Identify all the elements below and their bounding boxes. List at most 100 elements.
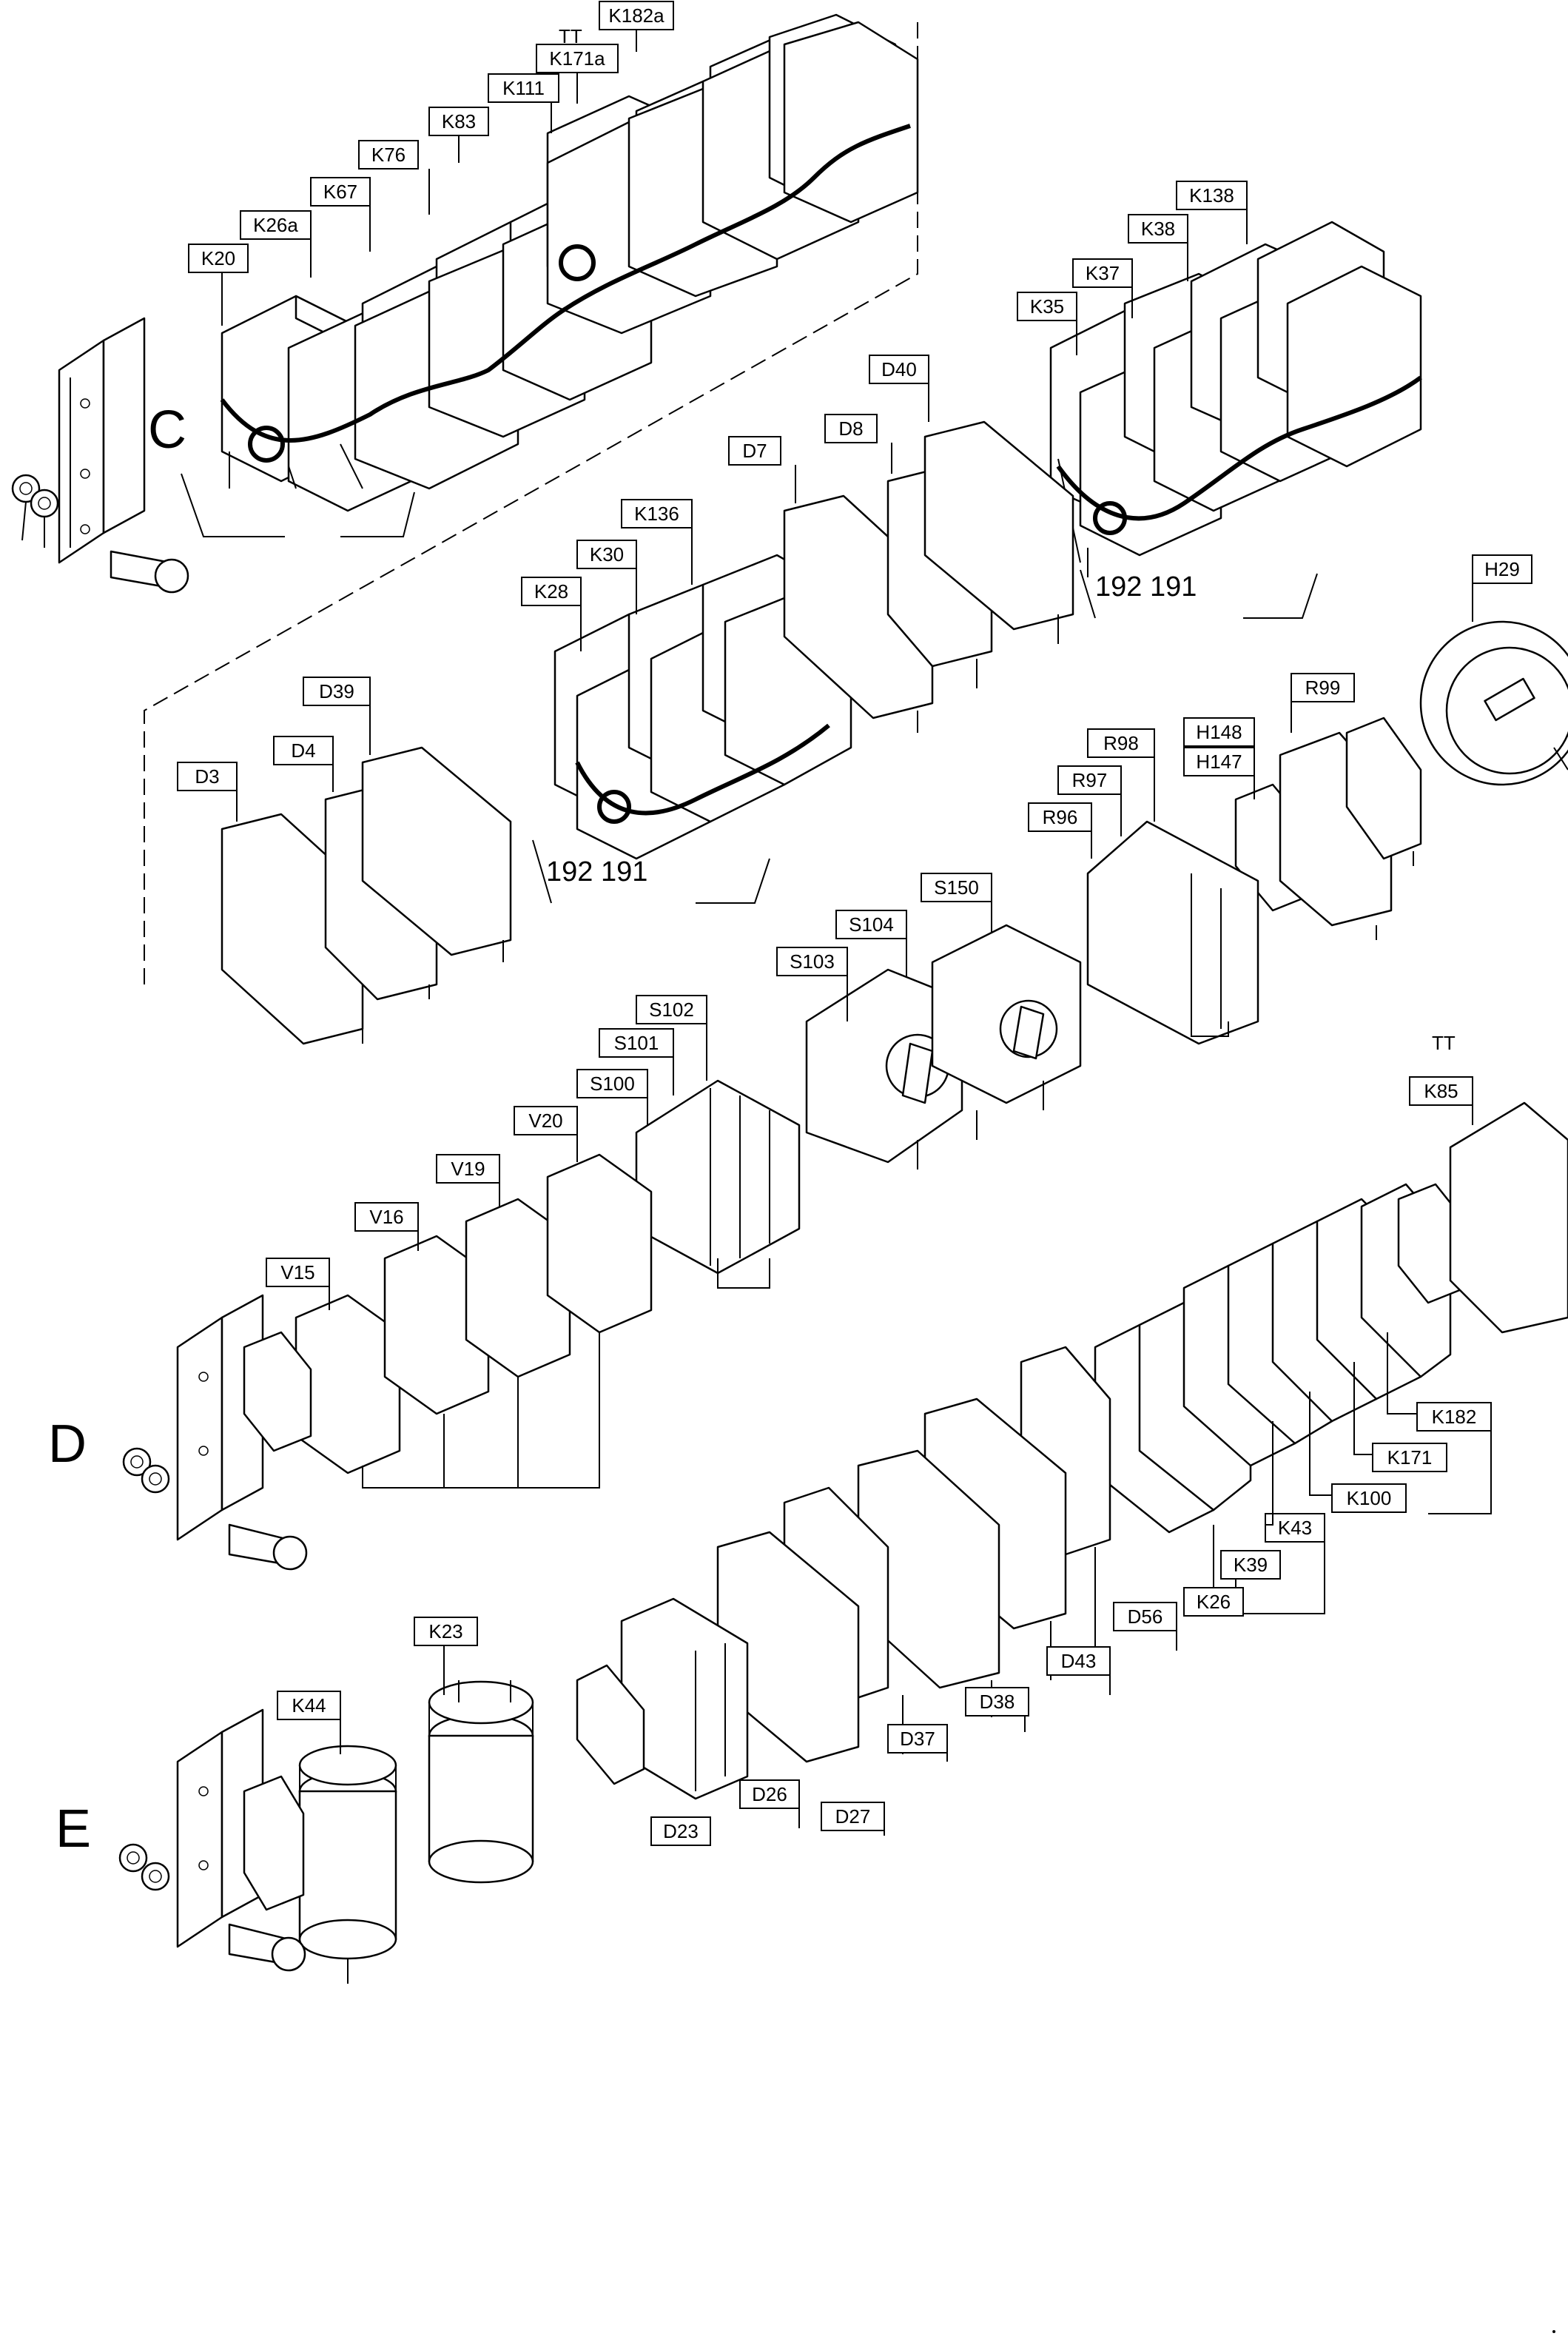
callout-text: S100 (590, 1073, 635, 1095)
callout-k26: K26 (1183, 1525, 1244, 1617)
callout-box (1183, 717, 1255, 747)
resistor-block-r96-r98 (1086, 820, 1259, 1045)
leader-line (1387, 1332, 1417, 1415)
callout-text: D8 (838, 417, 863, 440)
callout-box (1416, 1402, 1492, 1432)
callout-text: K28 (534, 580, 568, 603)
callout-v15: V15 (266, 1258, 330, 1310)
mounting-bracket-d (122, 1294, 312, 1571)
mounting-bracket-e (118, 1708, 306, 1972)
callout-box (310, 177, 371, 207)
callout-text: D37 (900, 1728, 935, 1750)
callout-k26a: K26a (240, 210, 312, 278)
callout-box (428, 107, 489, 136)
callout-d56: D56 (1113, 1602, 1177, 1651)
callout-text: S104 (849, 913, 894, 936)
callout-k136: K136 (621, 499, 693, 585)
callout-k30: K30 (576, 540, 637, 614)
callout-box (1017, 292, 1077, 321)
callout-k138: K138 (1176, 181, 1248, 244)
callout-v20: V20 (514, 1106, 578, 1162)
terminal-blocks-v15-v20 (295, 1153, 653, 1489)
callout-box (599, 1028, 674, 1058)
callout-box (1046, 1646, 1111, 1676)
callout-text: K38 (1141, 218, 1175, 240)
callout-box (1113, 1602, 1177, 1631)
callout-box (576, 1069, 648, 1098)
callout-text: K76 (371, 144, 406, 166)
callout-box (488, 73, 559, 103)
callout-box (1409, 1076, 1473, 1106)
callout-text: D4 (291, 739, 315, 762)
callout-k44: K44 (277, 1691, 341, 1754)
callout-text: K171a (549, 47, 605, 70)
callout-k182: K182 (1387, 1332, 1492, 1514)
callout-text: D43 (1061, 1650, 1097, 1672)
relay-group-upper-left (220, 13, 919, 512)
callout-text: K136 (634, 503, 679, 525)
callout-v19: V19 (436, 1154, 500, 1207)
callout-box (965, 1687, 1029, 1717)
callout-text: V20 (528, 1110, 562, 1132)
mounting-bracket-c (11, 317, 189, 594)
callout-box (303, 677, 371, 706)
callout-d39: D39 (303, 677, 371, 755)
callout-k111: K111 (488, 73, 559, 133)
callout-box (273, 736, 334, 765)
callout-box (1087, 728, 1155, 758)
callout-k20: K20 (188, 244, 249, 326)
callout-text: K35 (1030, 295, 1064, 318)
callout-text: D39 (319, 680, 354, 702)
callout-box (414, 1617, 478, 1646)
callout-d43: D43 (1046, 1646, 1111, 1695)
callout-d8: D8 (824, 414, 892, 474)
callout-box (1331, 1483, 1407, 1513)
callout-text: R97 (1072, 769, 1108, 791)
callout-box (1176, 181, 1248, 210)
callout-box (1183, 1587, 1244, 1617)
callout-s101: S101 (599, 1028, 674, 1095)
relay-chain-k26-k182 (1094, 1101, 1568, 1534)
callout-text: V15 (280, 1261, 314, 1283)
callout-box (636, 995, 707, 1024)
callout-box (776, 947, 848, 976)
callout-r98: R98 (1087, 728, 1155, 822)
callout-r99: R99 (1291, 673, 1355, 733)
callout-d3: D3 (177, 762, 238, 822)
modules-d23-d27 (576, 1597, 749, 1800)
callout-box (1072, 258, 1133, 288)
callout-text: D23 (663, 1820, 699, 1842)
callout-text: K171 (1387, 1446, 1433, 1469)
callout-text: TT (1432, 1032, 1456, 1054)
callout-text: R96 (1043, 806, 1078, 828)
modules-r99-h147-h148 (1234, 717, 1422, 940)
callout-labels: TTK182aK171aK111K83K76K67K26aK20K138K38K… (177, 1, 1532, 1846)
callout-box (1372, 1443, 1447, 1472)
callout-text: D7 (742, 440, 767, 462)
wire-label: 192 191 (1095, 571, 1197, 603)
callout-tt: TT (1432, 1032, 1456, 1054)
callout-box (1265, 1513, 1325, 1543)
callout-h148: H148 (1183, 717, 1255, 785)
callout-r97: R97 (1057, 765, 1122, 836)
callout-text: V19 (451, 1158, 485, 1180)
callout-box (514, 1106, 578, 1135)
callout-text: S150 (934, 876, 979, 899)
callout-box (536, 44, 619, 73)
callout-text: K26 (1197, 1591, 1231, 1613)
callout-v16: V16 (354, 1202, 419, 1251)
callout-d7: D7 (728, 436, 796, 503)
callout-text: K23 (428, 1620, 462, 1642)
callout-box (354, 1202, 419, 1232)
callout-k76: K76 (358, 140, 430, 215)
callout-text: S101 (614, 1032, 659, 1054)
callout-box (358, 140, 419, 170)
callout-k85: K85 (1409, 1076, 1473, 1125)
callout-k171: K171 (1353, 1362, 1447, 1472)
callout-d4: D4 (273, 736, 334, 792)
callout-box (869, 355, 929, 384)
modules-d7-d8-d40 (783, 420, 1074, 733)
callout-text: D40 (881, 358, 917, 380)
callout-text: S103 (790, 950, 835, 973)
